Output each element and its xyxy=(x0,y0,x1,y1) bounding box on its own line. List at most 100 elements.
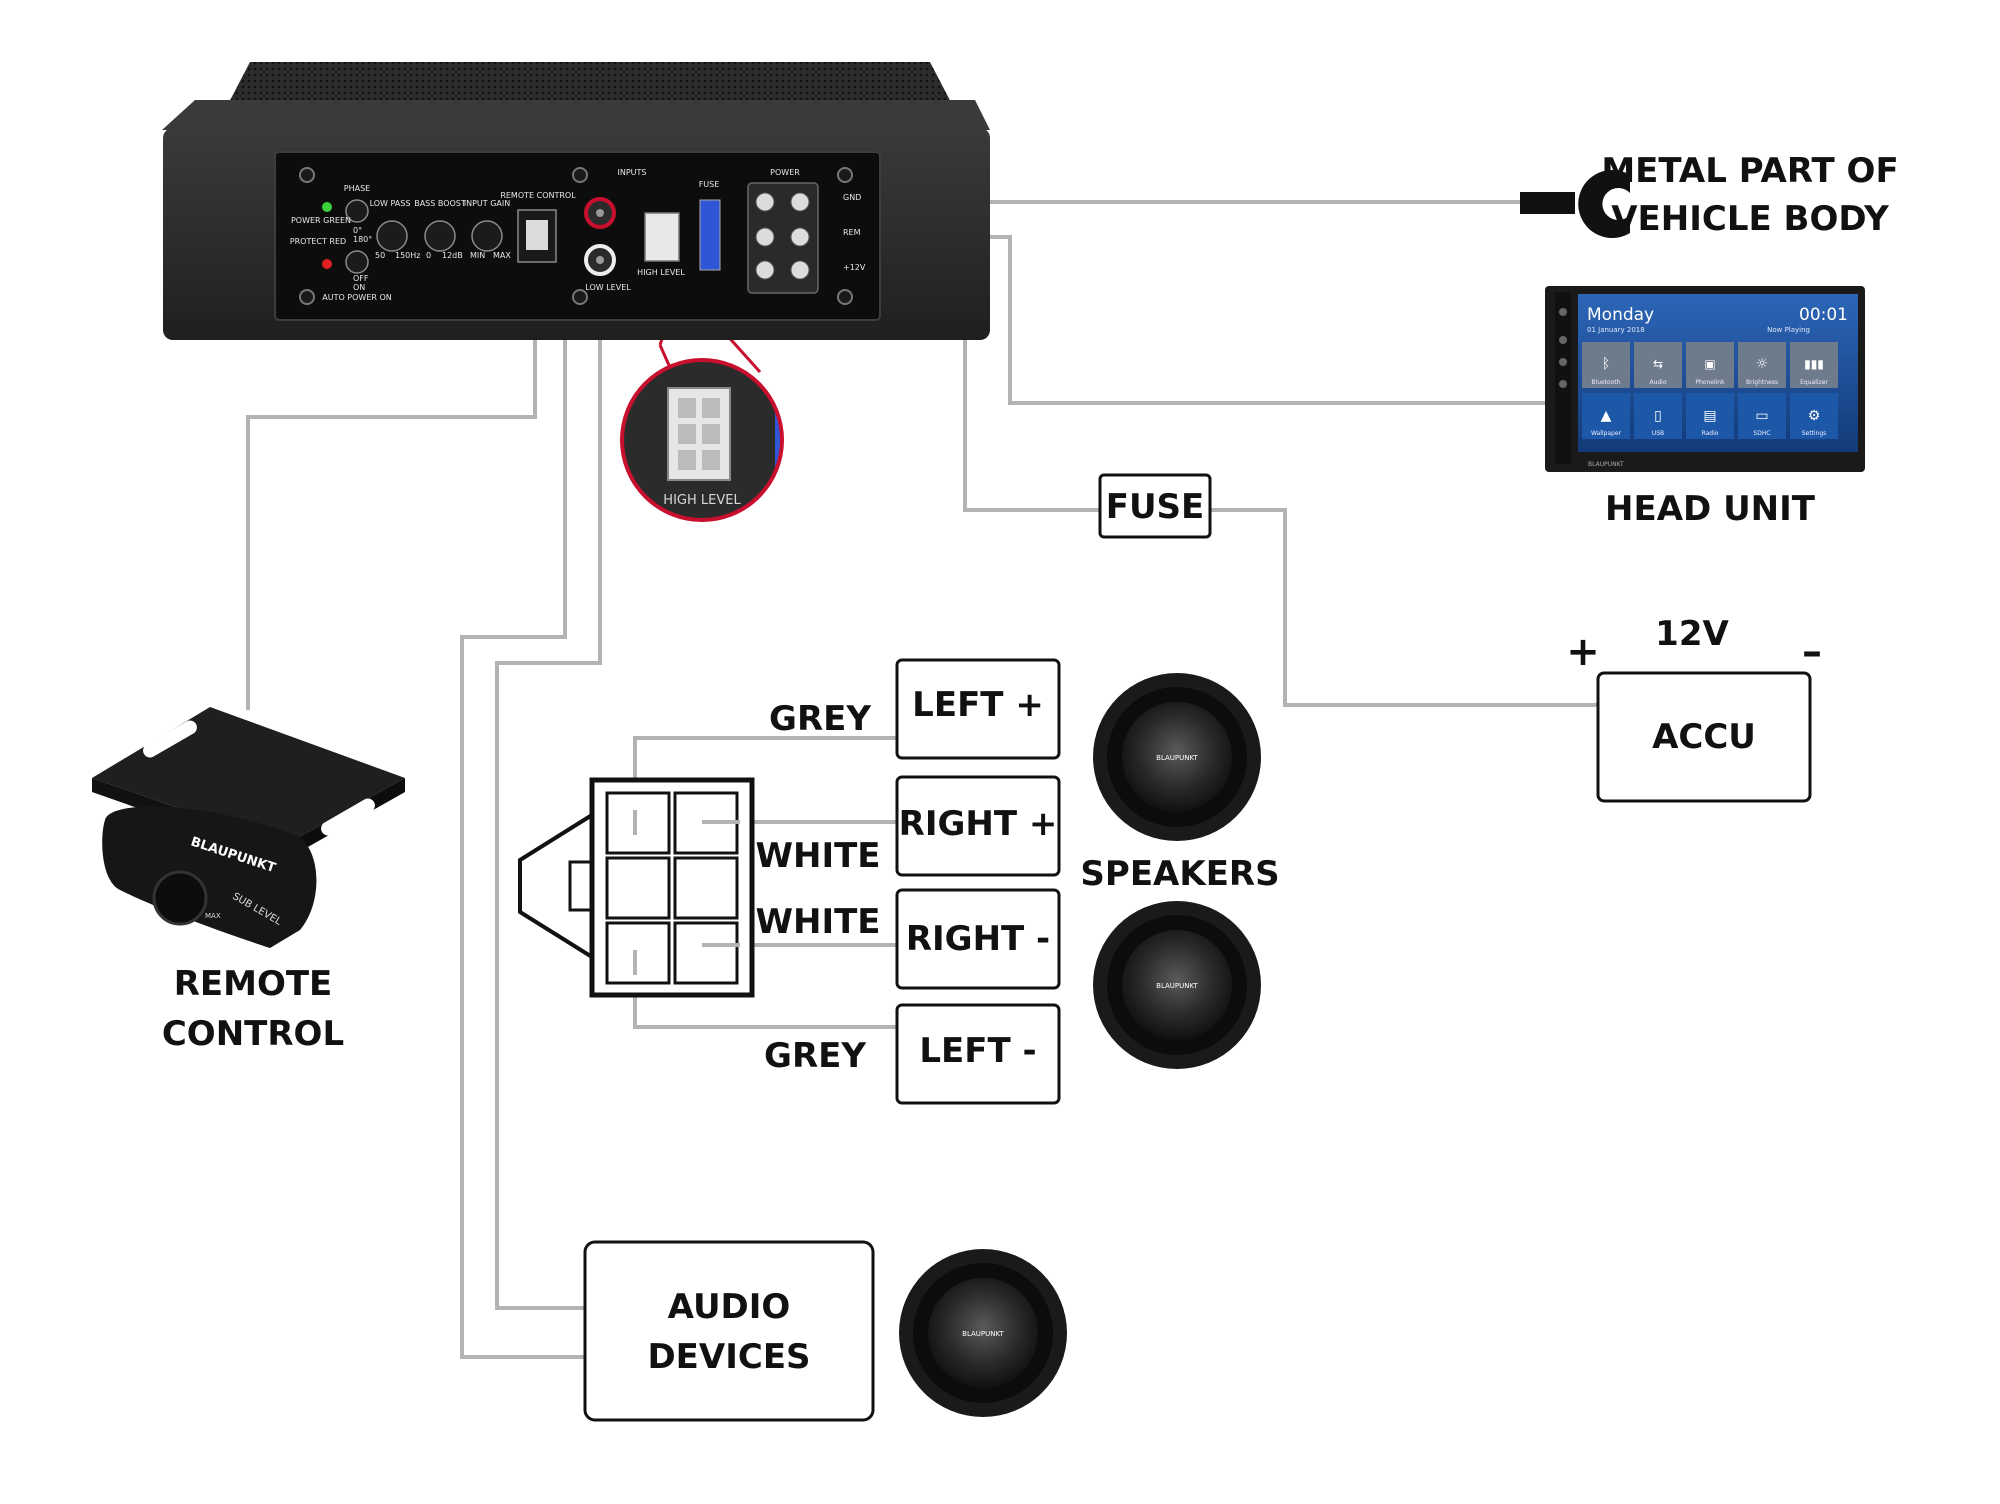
zoom-fuse-edge xyxy=(775,360,782,520)
label-bass-min: 0 xyxy=(426,251,431,260)
sdhc-tile[interactable] xyxy=(1738,393,1786,439)
label-phase-0: 0° xyxy=(353,226,362,235)
label-lp-min: 50 xyxy=(375,251,385,260)
speaker-brand: BLAUPUNKT xyxy=(1156,982,1198,990)
usb-icon: ▯ xyxy=(1654,408,1662,424)
tile-label: Wallpaper xyxy=(1591,430,1622,437)
speaker-audio-device: BLAUPUNKT xyxy=(899,1249,1067,1417)
rca-pin xyxy=(596,256,604,264)
zoom-ring xyxy=(620,358,784,522)
remote-mount-slot xyxy=(321,798,375,836)
amp-fuse[interactable] xyxy=(699,199,721,271)
label-power-green: POWER GREEN xyxy=(291,216,351,225)
label-low-pass: LOW PASS xyxy=(370,199,411,208)
bluetooth-tile[interactable] xyxy=(1582,342,1630,388)
equalizer-tile[interactable] xyxy=(1790,342,1838,388)
battery-voltage: 12V xyxy=(1655,614,1729,654)
label-inputs: INPUTS xyxy=(618,168,647,177)
zoom-pin xyxy=(702,424,720,444)
hu-now-playing: Now Playing xyxy=(1767,326,1810,334)
audio-tile[interactable] xyxy=(1634,342,1682,388)
speaker-top: BLAUPUNKT xyxy=(1093,673,1261,841)
screw xyxy=(299,167,315,183)
radio-icon: ▤ xyxy=(1703,408,1716,424)
tile-label: Audio xyxy=(1649,379,1666,386)
hu-tiles-row1: ᛒ ⇆ ▣ ☼ ▮▮▮ Bluetooth Audio Phonelink Br… xyxy=(1582,342,1838,388)
zoom-connector xyxy=(667,387,731,481)
right-plus-box xyxy=(895,775,1061,877)
hu-date: 01 January 2018 xyxy=(1587,326,1645,334)
tile-label: Bluetooth xyxy=(1591,379,1620,386)
wire-label-white-bottom: WHITE xyxy=(755,902,880,942)
accu-label: ACCU xyxy=(1652,717,1756,757)
wire-fuse-to-accu xyxy=(1210,508,1598,707)
phonelink-tile[interactable] xyxy=(1686,342,1734,388)
inline-fuse: FUSE xyxy=(1098,473,1212,539)
audio-devices-line1: AUDIO xyxy=(668,1287,791,1327)
power-button-icon[interactable] xyxy=(1559,308,1567,316)
zoom-label: HIGH LEVEL xyxy=(663,493,741,508)
volume-down-icon[interactable] xyxy=(1559,380,1567,388)
power-led xyxy=(322,202,332,212)
phase-switch[interactable] xyxy=(345,199,369,223)
usb-tile[interactable] xyxy=(1634,393,1682,439)
battery: 12V + – ACCU xyxy=(1566,614,1822,803)
terminal-gnd-screw[interactable] xyxy=(755,192,775,212)
tile-label: SDHC xyxy=(1753,430,1770,437)
volume-up-icon[interactable] xyxy=(1559,336,1567,344)
settings-icon: ⚙ xyxy=(1808,408,1821,424)
high-level-port[interactable] xyxy=(644,212,680,262)
speaker-cone xyxy=(1122,702,1232,812)
tile-label: Brightness xyxy=(1746,379,1778,386)
hu-day: Monday xyxy=(1587,305,1654,325)
hu-time: 00:01 xyxy=(1799,305,1848,325)
screw xyxy=(837,167,853,183)
screw xyxy=(299,289,315,305)
left-plus-box xyxy=(895,658,1061,760)
home-button-icon[interactable] xyxy=(1559,358,1567,366)
amplifier: PHASE POWER GREEN 0° 180° PROTECT RED OF… xyxy=(162,62,990,340)
settings-tile[interactable] xyxy=(1790,393,1838,439)
low-pass-knob[interactable] xyxy=(376,220,408,252)
label-on: ON xyxy=(353,283,365,292)
label-remote-control: REMOTE CONTROL xyxy=(500,191,576,200)
screw xyxy=(572,289,588,305)
auto-power-switch[interactable] xyxy=(345,250,369,274)
remote-label-line2: CONTROL xyxy=(162,1014,344,1054)
terminal-rem[interactable] xyxy=(790,227,810,247)
speaker-brand: BLAUPUNKT xyxy=(962,1330,1004,1338)
terminal-gnd[interactable] xyxy=(790,192,810,212)
label-high-level: HIGH LEVEL xyxy=(637,268,685,277)
speaker-cone xyxy=(1122,930,1232,1040)
brightness-tile[interactable] xyxy=(1738,342,1786,388)
terminal-rem-screw[interactable] xyxy=(755,227,775,247)
terminal-12v-screw[interactable] xyxy=(755,260,775,280)
tile-label: USB xyxy=(1652,430,1664,437)
label-gain-min: MIN xyxy=(470,251,485,260)
battery-minus-icon: – xyxy=(1802,629,1822,675)
audio-icon: ⇆ xyxy=(1653,357,1663,371)
fuse-label: FUSE xyxy=(1106,487,1205,527)
label-bass-max: 12dB xyxy=(442,251,463,260)
label-lp-max: 150Hz xyxy=(395,251,420,260)
sub-level-knob[interactable] xyxy=(152,870,208,926)
terminal-12v[interactable] xyxy=(790,260,810,280)
speaker-brand: BLAUPUNKT xyxy=(1156,754,1198,762)
left-plus-label: LEFT + xyxy=(912,685,1044,725)
label-rem: REM xyxy=(843,228,861,237)
label-input-gain: INPUT GAIN xyxy=(464,199,510,208)
tile-label: Settings xyxy=(1802,430,1827,437)
label-auto-power-on: AUTO POWER ON xyxy=(322,293,392,302)
label-power: POWER xyxy=(770,168,800,177)
wallpaper-tile[interactable] xyxy=(1582,393,1630,439)
radio-tile[interactable] xyxy=(1686,393,1734,439)
zoom-pin xyxy=(702,450,720,470)
connector-pin xyxy=(605,921,671,985)
speaker-bottom: BLAUPUNKT xyxy=(1093,901,1261,1069)
sdhc-icon: ▭ xyxy=(1755,408,1768,424)
bass-boost-knob[interactable] xyxy=(424,220,456,252)
remote-knob-max: MAX xyxy=(205,912,221,920)
label-gain-max: MAX xyxy=(493,251,511,260)
input-gain-knob[interactable] xyxy=(471,220,503,252)
